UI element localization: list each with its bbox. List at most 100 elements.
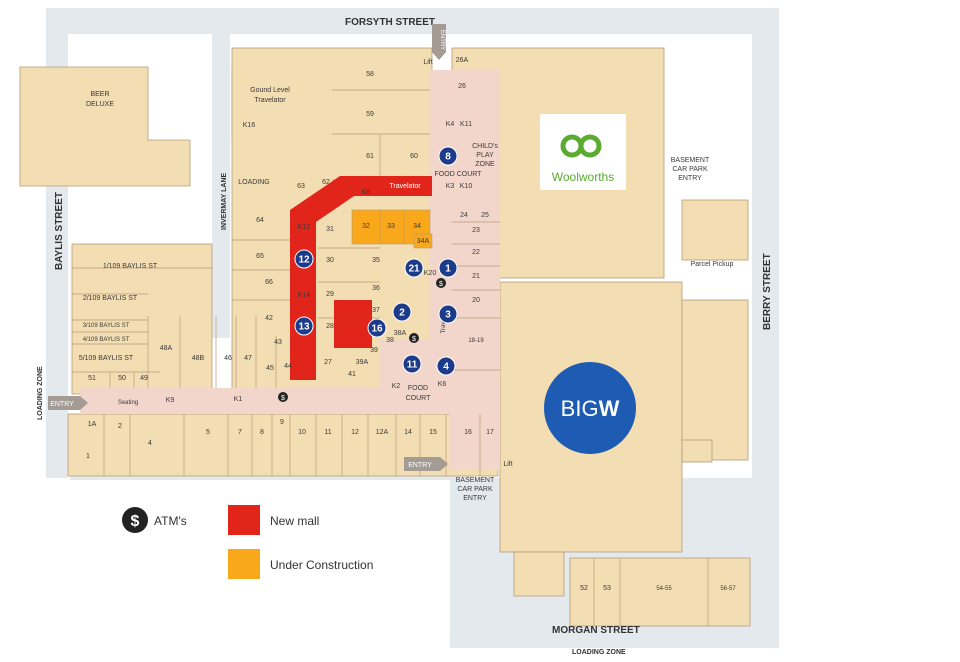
shop-14[interactable]: 14 [404, 429, 412, 436]
shop-1a[interactable]: 1A [88, 421, 97, 428]
basement-top-label: BASEMENT [671, 157, 710, 164]
shop-51[interactable]: 51 [88, 375, 96, 382]
shop-56-57[interactable]: 56-57 [720, 586, 736, 592]
shop-37[interactable]: 37 [372, 307, 380, 314]
shop-12a[interactable]: 12A [376, 429, 389, 436]
shop-k16[interactable]: K16 [243, 122, 256, 129]
shop-5[interactable]: 5 [206, 429, 210, 436]
shop-60[interactable]: 60 [410, 153, 418, 160]
travelator-red-label: Travelator [389, 183, 421, 190]
shop-38a[interactable]: 38A [394, 330, 407, 337]
shop-7[interactable]: 7 [238, 429, 242, 436]
shop-53[interactable]: 53 [603, 585, 611, 592]
shop-k6[interactable]: K6 [438, 381, 447, 388]
shop-k14[interactable]: K14 [298, 292, 311, 299]
basement-top-label-2: CAR PARK [672, 166, 708, 173]
shop-50[interactable]: 50 [118, 375, 126, 382]
shop-30[interactable]: 30 [326, 257, 334, 264]
shop-26a[interactable]: 26A [456, 57, 469, 64]
shop-43[interactable]: 43 [274, 339, 282, 346]
shop-k10[interactable]: K10 [460, 183, 473, 190]
atm-symbols: $ $ $ [278, 278, 446, 402]
shop-10[interactable]: 10 [298, 429, 306, 436]
shop-17[interactable]: 17 [486, 429, 494, 436]
shop-k3[interactable]: K3 [446, 183, 455, 190]
marker-3[interactable]: 3 [438, 304, 458, 324]
shop-41[interactable]: 41 [348, 371, 356, 378]
shop-58[interactable]: 58 [366, 71, 374, 78]
shop-1[interactable]: 1 [86, 453, 90, 460]
shop-38[interactable]: 38 [386, 337, 394, 344]
svg-text:3: 3 [445, 310, 451, 321]
shop-k4[interactable]: K4 [446, 121, 455, 128]
shop-25[interactable]: 25 [481, 212, 489, 219]
marker-8[interactable]: 8 [438, 146, 458, 166]
shop-34[interactable]: 34 [413, 223, 421, 230]
shop-45[interactable]: 45 [266, 365, 274, 372]
shop-36[interactable]: 36 [372, 285, 380, 292]
shop-48a[interactable]: 48A [160, 345, 173, 352]
woolworths-logo: Woolworths [540, 114, 626, 190]
shop-42[interactable]: 42 [265, 315, 273, 322]
basement-top-label-3: ENTRY [678, 175, 702, 182]
shop-29[interactable]: 29 [326, 291, 334, 298]
atm-symbol: $ [436, 278, 446, 288]
shop-46[interactable]: 46 [224, 355, 232, 362]
marker-4[interactable]: 4 [436, 356, 456, 376]
shop-39a[interactable]: 39A [356, 359, 369, 366]
shop-2[interactable]: 2 [118, 423, 122, 430]
shop-31[interactable]: 31 [326, 226, 334, 233]
shop-k11[interactable]: K11 [460, 121, 472, 128]
shop-24[interactable]: 24 [460, 212, 468, 219]
shop-66[interactable]: 66 [265, 279, 273, 286]
marker-11[interactable]: 11 [402, 354, 422, 374]
shop-11[interactable]: 11 [324, 429, 331, 436]
shop-21[interactable]: 21 [472, 273, 480, 280]
shop-12[interactable]: 12 [351, 429, 359, 436]
shop-48b[interactable]: 48B [192, 355, 205, 362]
shop-34a[interactable]: 34A [417, 238, 430, 245]
marker-12[interactable]: 12 [294, 249, 314, 269]
walkways [80, 70, 500, 470]
marker-1[interactable]: 1 [438, 258, 458, 278]
shop-49[interactable]: 49 [140, 375, 148, 382]
marker-21[interactable]: 21 [404, 258, 424, 278]
shop-63[interactable]: 63 [297, 183, 305, 190]
shop-k2[interactable]: K2 [392, 383, 401, 390]
shop-22[interactable]: 22 [472, 249, 480, 256]
shop-62[interactable]: 62 [322, 179, 330, 186]
shop-4[interactable]: 4 [148, 440, 152, 447]
shop-16[interactable]: 16 [464, 429, 472, 436]
shop-k9[interactable]: K9 [166, 397, 175, 404]
shop-64[interactable]: 64 [256, 217, 264, 224]
shop-47[interactable]: 47 [244, 355, 252, 362]
legend-under-construction-label: Under Construction [270, 558, 373, 572]
shop-k20[interactable]: K20 [424, 270, 437, 277]
shop-9[interactable]: 9 [280, 419, 284, 426]
basement-bottom-label: BASEMENT [456, 477, 495, 484]
shop-26[interactable]: 26 [458, 83, 466, 90]
shop-59[interactable]: 59 [366, 111, 374, 118]
shop-32[interactable]: 32 [362, 223, 370, 230]
shop-20[interactable]: 20 [472, 297, 480, 304]
shop-27[interactable]: 27 [324, 359, 332, 366]
shop-52[interactable]: 52 [580, 585, 588, 592]
shop-39[interactable]: 39 [370, 347, 378, 354]
marker-13[interactable]: 13 [294, 316, 314, 336]
shop-18-19[interactable]: 18-19 [468, 338, 484, 344]
shop-15[interactable]: 15 [429, 429, 437, 436]
shop-35[interactable]: 35 [372, 257, 380, 264]
shop-k1[interactable]: K1 [234, 396, 243, 403]
shop-k12[interactable]: K12 [298, 224, 311, 231]
shop-28[interactable]: 28 [326, 323, 334, 330]
shop-23[interactable]: 23 [472, 227, 480, 234]
shop-k8[interactable]: K8 [362, 189, 371, 196]
marker-16[interactable]: 16 [367, 318, 387, 338]
shop-33[interactable]: 33 [387, 223, 395, 230]
shop-54-55[interactable]: 54-55 [656, 586, 672, 592]
marker-2[interactable]: 2 [392, 302, 412, 322]
shop-65[interactable]: 65 [256, 253, 264, 260]
shop-61[interactable]: 61 [366, 153, 374, 160]
shop-44[interactable]: 44 [284, 363, 292, 370]
shop-8[interactable]: 8 [260, 429, 264, 436]
